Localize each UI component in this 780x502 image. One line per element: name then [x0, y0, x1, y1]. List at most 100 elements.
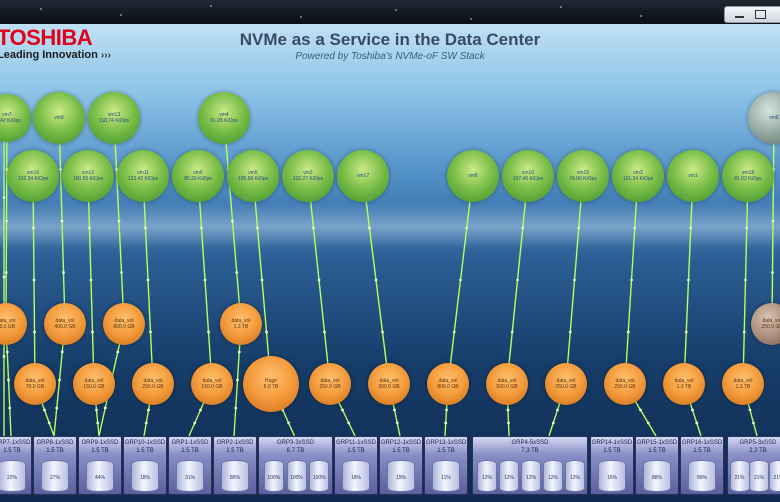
vm-name: vm1 — [688, 173, 698, 179]
ssd-drive-icon[interactable]: 12% — [521, 460, 541, 492]
ssd-drive-icon[interactable]: 89% — [688, 460, 716, 492]
ssd-drive-icon[interactable]: 44% — [86, 460, 114, 492]
ssd-drive-icon[interactable]: 21% — [749, 460, 769, 492]
vm-rate: 85.26 KiOps — [184, 176, 212, 182]
vm-rate: 107.46 KiOps — [512, 176, 544, 182]
ssd-drive-icon[interactable]: 18% — [131, 460, 159, 492]
ssd-drive-icon[interactable]: 100% — [309, 460, 330, 492]
storage-group-size: 2.2 TB — [749, 448, 767, 454]
toshiba-logo: TOSHIBA Leading Innovation ››› — [0, 26, 111, 62]
connection-dot — [2, 275, 6, 279]
vm-node[interactable]: vm1 — [667, 150, 719, 202]
ssd-drive-icon[interactable]: 16% — [598, 460, 626, 492]
vm-node[interactable]: vm9 — [33, 92, 85, 144]
connection-dot — [58, 378, 61, 382]
ssd-usage-percent: 44% — [94, 475, 105, 481]
vm-name: vm9 — [54, 115, 64, 121]
ssd-usage-percent: 100% — [267, 475, 281, 481]
storage-group-size: 1.5 TB — [226, 448, 244, 454]
ssd-drive-icon[interactable]: 18% — [342, 460, 370, 492]
volume-name: data_vol — [379, 378, 399, 384]
vm-name: vm3 — [633, 170, 643, 176]
ssd-drive-icon[interactable]: 21% — [768, 460, 780, 492]
ssd-drive-icon[interactable]: 12% — [543, 460, 563, 492]
ssd-drive-icon[interactable]: 12% — [477, 460, 497, 492]
ssd-drive-icon[interactable]: 12% — [499, 460, 519, 492]
ssd-drive-icon[interactable]: 100% — [286, 460, 307, 492]
minimize-icon[interactable] — [735, 16, 744, 18]
window-controls[interactable] — [724, 6, 780, 23]
ssd-drive-icon[interactable]: 86% — [221, 460, 249, 492]
storage-group-name: GRP1-1xSSD — [171, 440, 209, 446]
connection-dot — [144, 226, 147, 230]
connection-dot — [200, 226, 203, 230]
ssd-drive-icon[interactable]: 88% — [643, 460, 671, 492]
ssd-drive-icon[interactable]: 27% — [41, 460, 69, 492]
ssd-drive-icon[interactable]: 11% — [432, 460, 460, 492]
vm-node[interactable]: vm17 — [337, 150, 389, 202]
ssd-drive-icon[interactable]: 21% — [729, 460, 750, 492]
connection-dot — [745, 226, 749, 230]
maximize-icon[interactable] — [755, 10, 766, 19]
volume-size: 250.0 GB — [761, 324, 780, 330]
ssd-drive-icon[interactable]: 19% — [387, 460, 415, 492]
ssd-drive-icon[interactable]: 22% — [0, 460, 26, 492]
ssd-drive-icon[interactable]: 12% — [565, 460, 585, 492]
ssd-drive-icon[interactable]: 31% — [176, 460, 204, 492]
volume-size: 250.0 GB — [142, 384, 164, 390]
connection-dot — [5, 219, 8, 223]
connection-dot — [687, 278, 690, 282]
connection-dot — [684, 330, 688, 334]
tagline-arrows-icon: ››› — [100, 50, 111, 61]
logo-tagline: Leading Innovation ››› — [0, 49, 111, 62]
ssd-usage-percent: 21% — [734, 475, 745, 481]
ssd-drive-icon[interactable]: 100% — [263, 460, 284, 492]
ssd-usage-percent: 19% — [395, 475, 406, 481]
vm-node[interactable]: vm8 — [447, 150, 499, 202]
